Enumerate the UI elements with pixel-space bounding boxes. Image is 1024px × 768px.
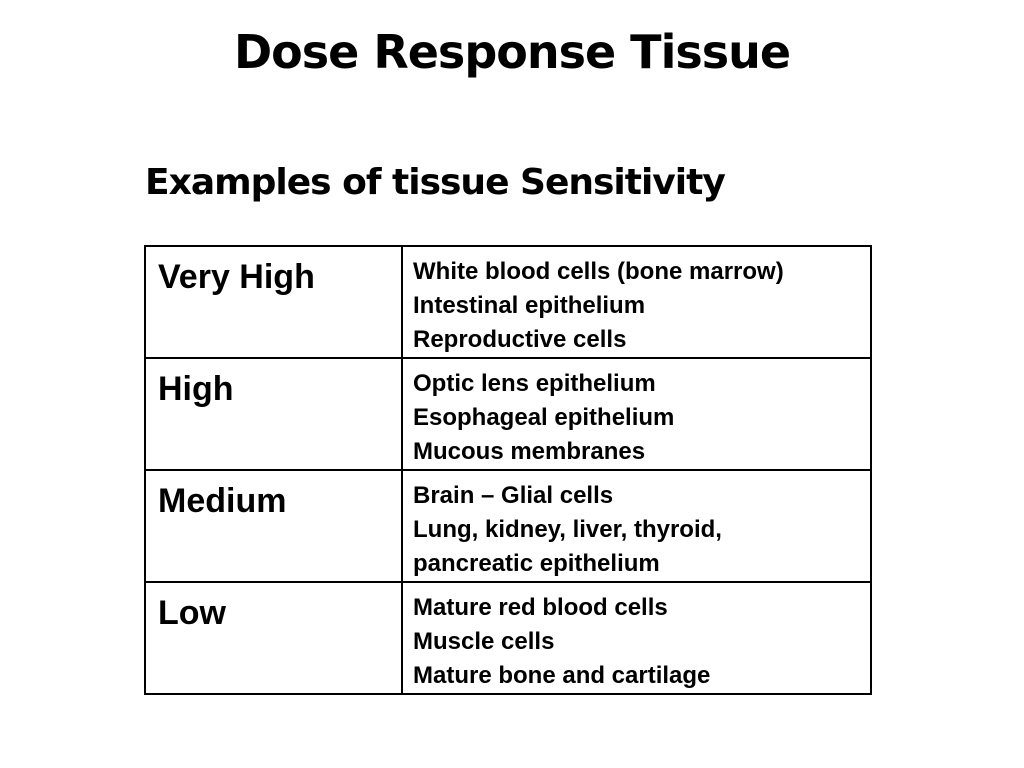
- tissue-examples: Optic lens epithelium Esophageal epithel…: [401, 357, 872, 471]
- tissue-examples: Brain – Glial cells Lung, kidney, liver,…: [401, 469, 872, 583]
- tissue-example: Reproductive cells: [413, 326, 627, 353]
- table-row: Low Mature red blood cells Muscle cells …: [144, 581, 872, 695]
- tissue-example: Muscle cells: [413, 628, 555, 655]
- tissue-example: White blood cells (bone marrow): [413, 258, 784, 285]
- tissue-example: Mucous membranes: [413, 438, 646, 465]
- sensitivity-level: Low: [144, 581, 403, 695]
- table-row: Medium Brain – Glial cells Lung, kidney,…: [144, 469, 872, 583]
- tissue-example: Mature bone and cartilage: [413, 662, 711, 689]
- slide-title: Dose Response Tissue: [233, 25, 791, 79]
- tissue-example: pancreatic epithelium: [413, 550, 660, 577]
- slide-subtitle: Examples of tissue Sensitivity: [145, 162, 726, 203]
- tissue-example: Brain – Glial cells: [413, 482, 614, 509]
- sensitivity-level: High: [144, 357, 403, 471]
- sensitivity-level: Very High: [144, 245, 403, 359]
- tissue-examples: Mature red blood cells Muscle cells Matu…: [401, 581, 872, 695]
- tissue-example: Mature red blood cells: [413, 594, 668, 621]
- tissue-examples: White blood cells (bone marrow) Intestin…: [401, 245, 872, 359]
- tissue-example: Esophageal epithelium: [413, 404, 675, 431]
- table-row: High Optic lens epithelium Esophageal ep…: [144, 357, 872, 471]
- tissue-example: Intestinal epithelium: [413, 292, 646, 319]
- table-row: Very High White blood cells (bone marrow…: [144, 245, 872, 359]
- tissue-example: Lung, kidney, liver, thyroid,: [413, 516, 722, 543]
- sensitivity-level: Medium: [144, 469, 403, 583]
- sensitivity-table: Very High White blood cells (bone marrow…: [144, 245, 872, 695]
- tissue-example: Optic lens epithelium: [413, 370, 656, 397]
